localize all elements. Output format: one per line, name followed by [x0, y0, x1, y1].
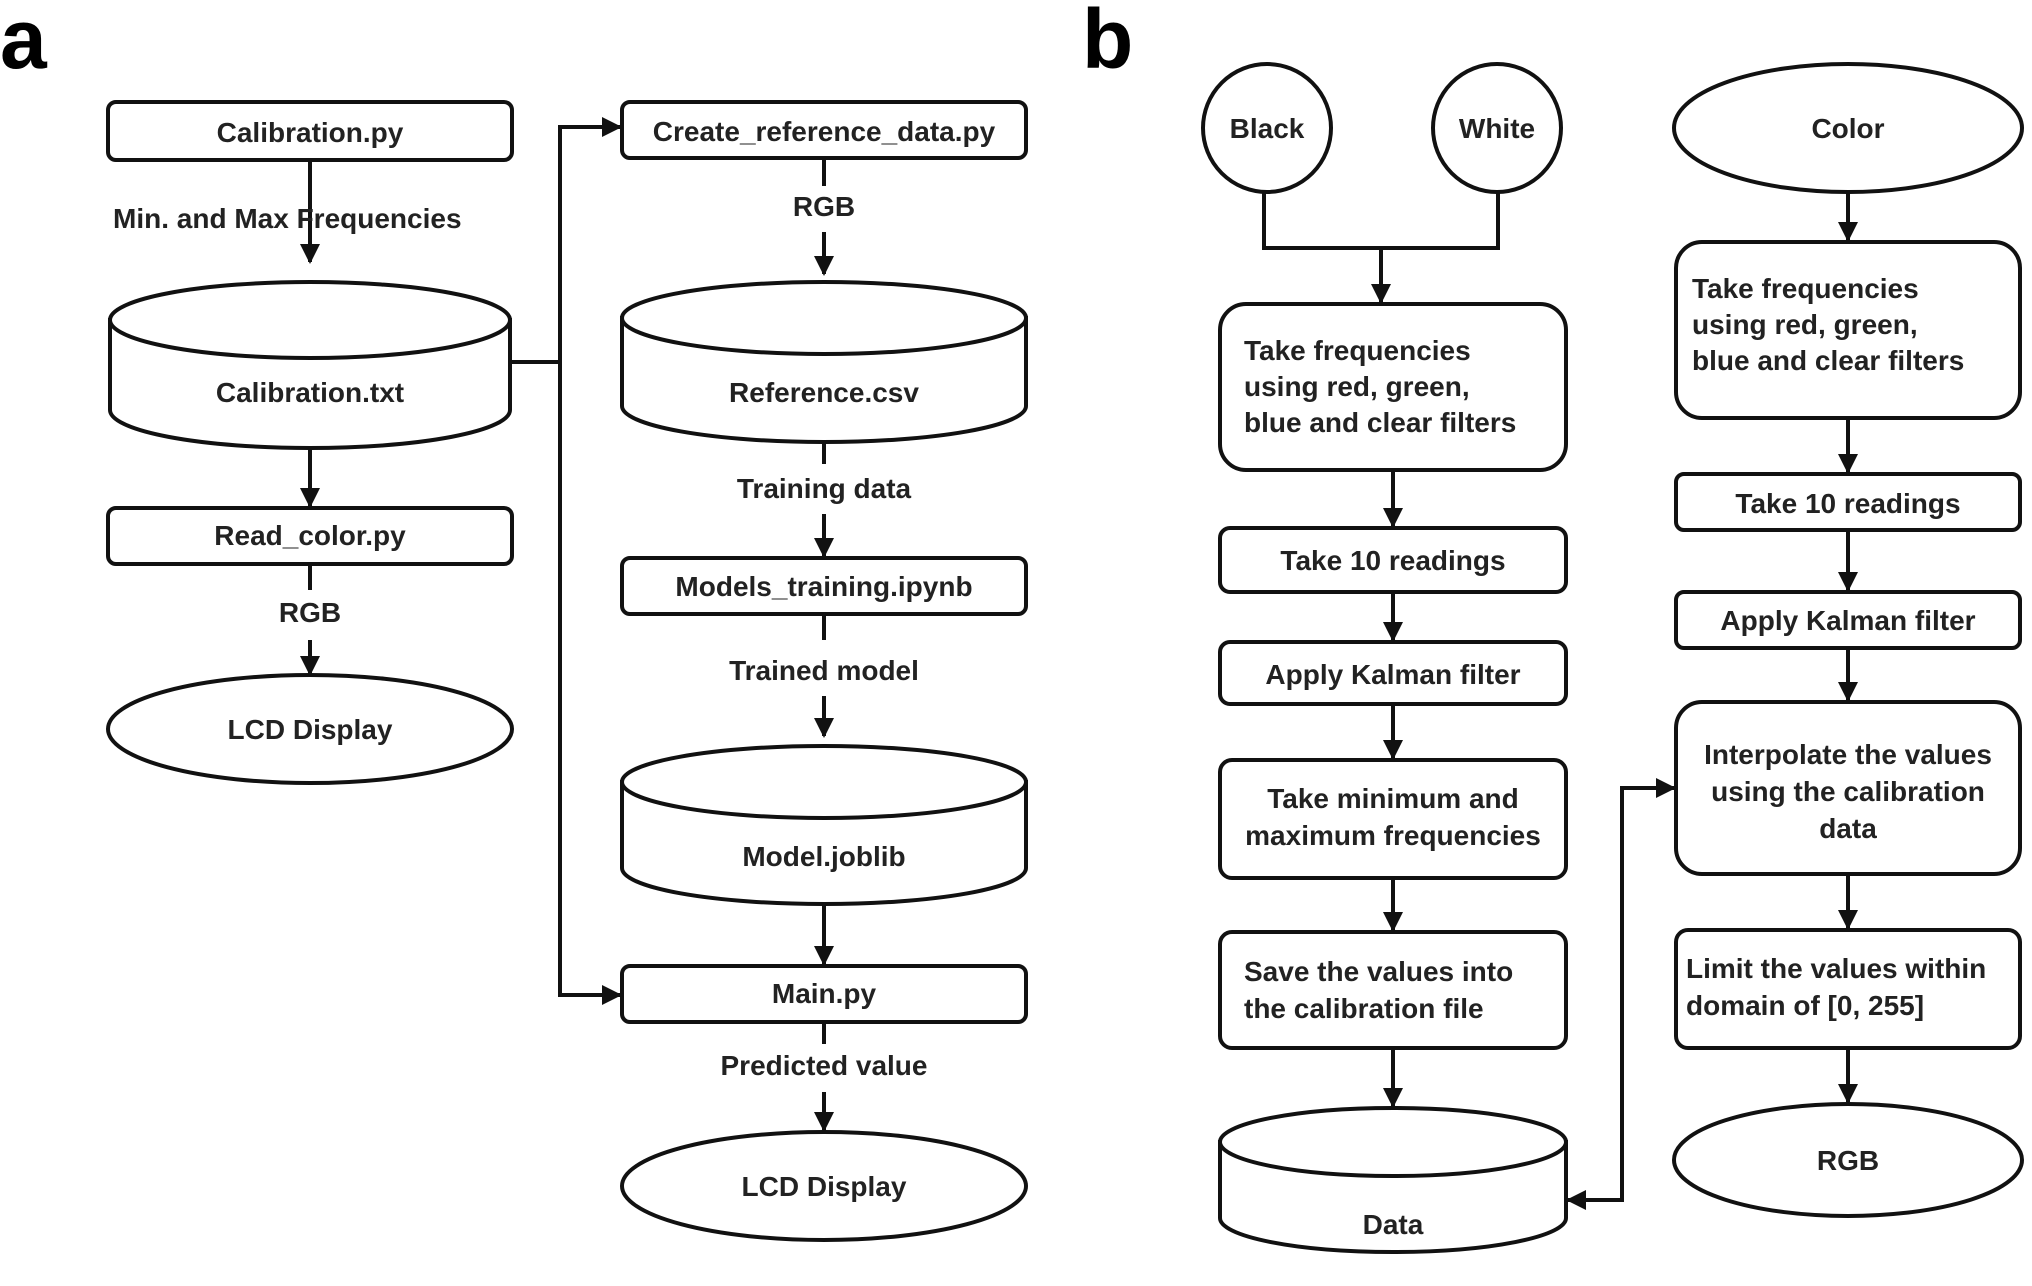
lcd-display-left-label: LCD Display	[228, 714, 393, 745]
rgb-ellipse	[1672, 1102, 2024, 1218]
right-limit-line2: domain of [0, 255]	[1686, 990, 1924, 1021]
right-take-freq-line1: Take frequencies	[1692, 273, 1919, 304]
model-joblib-cylinder-top	[620, 744, 1028, 820]
white-label: White	[1459, 113, 1535, 144]
data-cylinder-top	[1218, 1106, 1568, 1178]
right-limit-box	[1674, 928, 2022, 1050]
connector-txt-to-create-reference	[510, 117, 622, 364]
black-label: Black	[1230, 113, 1305, 144]
left-take-freq-line3: blue and clear filters	[1244, 407, 1516, 438]
left-save-line2: the calibration file	[1244, 993, 1484, 1024]
read-color-py-label: Read_color.py	[214, 520, 406, 551]
left-save-box	[1218, 930, 1568, 1050]
rgb-label: RGB	[1817, 1145, 1879, 1176]
right-kalman-label: Apply Kalman filter	[1720, 605, 1975, 636]
connector-data-to-interpolate	[1566, 778, 1676, 1210]
edge-predicted-value-label: Predicted value	[721, 1050, 928, 1081]
reference-csv-cylinder-top	[620, 280, 1028, 356]
left-min-max-line2: maximum frequencies	[1245, 820, 1541, 851]
right-interpolate-line1: Interpolate the values	[1704, 739, 1992, 770]
color-label: Color	[1811, 113, 1884, 144]
model-joblib-label: Model.joblib	[742, 841, 905, 872]
left-take-freq-line2: using red, green,	[1244, 371, 1470, 402]
panel-a: a Calibration.py Min. and Max Frequencie…	[0, 0, 1028, 1242]
panel-b-label: b	[1082, 0, 1133, 86]
panel-a-label: a	[0, 0, 48, 86]
black-white-merge-line	[1262, 192, 1500, 250]
reference-csv-label: Reference.csv	[729, 377, 919, 408]
create-reference-py-label: Create_reference_data.py	[653, 116, 996, 147]
models-training-label: Models_training.ipynb	[675, 571, 972, 602]
calibration-txt-label: Calibration.txt	[216, 377, 404, 408]
left-take-freq-line1: Take frequencies	[1244, 335, 1471, 366]
right-interpolate-line2: using the calibration	[1711, 776, 1985, 807]
lcd-display-right-ellipse	[620, 1130, 1028, 1242]
edge-training-data-label: Training data	[737, 473, 912, 504]
left-min-max-line1: Take minimum and	[1267, 783, 1519, 814]
calibration-txt-cylinder-top	[108, 280, 512, 360]
left-take-readings-label: Take 10 readings	[1280, 545, 1505, 576]
data-label: Data	[1363, 1209, 1424, 1240]
left-save-line1: Save the values into	[1244, 956, 1513, 987]
black-circle	[1201, 62, 1333, 194]
right-take-freq-line3: blue and clear filters	[1692, 345, 1964, 376]
left-kalman-label: Apply Kalman filter	[1265, 659, 1520, 690]
main-py-label: Main.py	[772, 978, 877, 1009]
right-limit-line1: Limit the values within	[1686, 953, 1986, 984]
lcd-display-right-label: LCD Display	[742, 1171, 907, 1202]
lcd-display-left-ellipse	[106, 673, 514, 785]
edge-trained-model-label: Trained model	[729, 655, 919, 686]
edge-min-max-label: Min. and Max Frequencies	[113, 203, 462, 234]
panel-b: b Black White Take frequencies using red…	[1082, 0, 2024, 1254]
calibration-py-label: Calibration.py	[217, 117, 404, 148]
right-take-readings-label: Take 10 readings	[1735, 488, 1960, 519]
edge-rgb-left-label: RGB	[279, 597, 341, 628]
edge-rgb-right-label: RGB	[793, 191, 855, 222]
connector-txt-to-main	[558, 362, 622, 1005]
left-min-max-box	[1218, 758, 1568, 880]
right-interpolate-line3: data	[1819, 813, 1877, 844]
right-take-freq-line2: using red, green,	[1692, 309, 1918, 340]
